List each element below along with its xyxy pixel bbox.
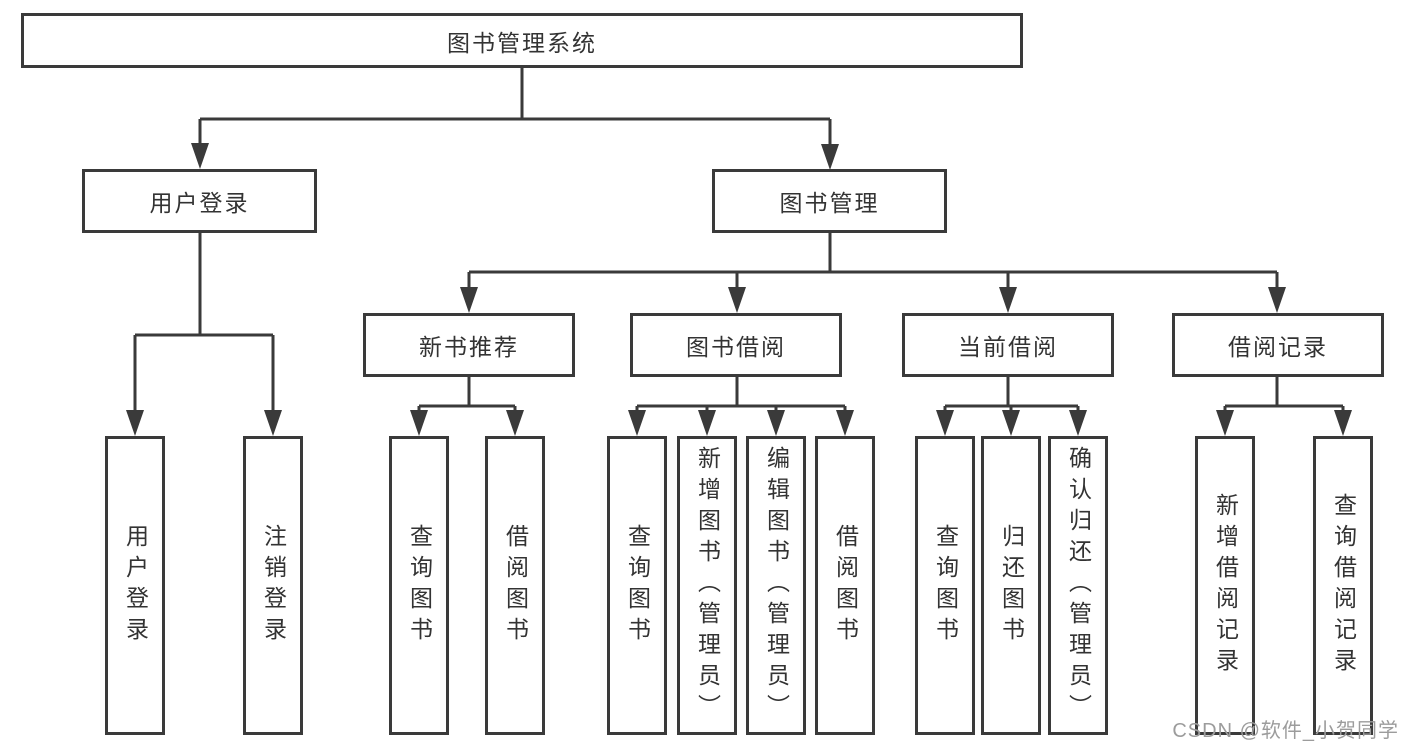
node-user-login-label: 用户登录 [149, 190, 250, 216]
leaf-add-book-admin-label: 新增图书（管理员） [694, 446, 721, 725]
leaf-query-books-current-label: 查询图书 [932, 523, 959, 648]
node-book-borrowing: 图书借阅 [630, 313, 842, 377]
connector-book-borrowing-to-leaves [635, 377, 847, 414]
node-new-book-recommend-label: 新书推荐 [419, 334, 519, 360]
node-current-borrowing-label: 当前借阅 [958, 334, 1058, 360]
arrowhead-down-icon [836, 410, 854, 436]
leaf-query-books-recommend-label: 查询图书 [406, 523, 433, 648]
connector-new-book-recommend-to-leaves [417, 377, 517, 414]
leaf-query-books-borrowing: 查询图书 [607, 436, 667, 735]
node-new-book-recommend: 新书推荐 [363, 313, 575, 377]
leaf-query-books-current: 查询图书 [915, 436, 975, 735]
arrowhead-down-icon [628, 410, 646, 436]
node-book-management-label: 图书管理 [779, 190, 880, 216]
connector-user-login-to-leaves [133, 233, 275, 414]
leaf-query-books-borrowing-label: 查询图书 [624, 523, 651, 648]
connector-book-management-to-level3 [467, 233, 1279, 290]
leaf-add-borrow-record-label: 新增借阅记录 [1212, 492, 1239, 679]
node-borrowing-records: 借阅记录 [1172, 313, 1384, 377]
arrowhead-down-icon [767, 410, 785, 436]
arrowhead-down-icon [126, 410, 144, 436]
node-borrowing-records-label: 借阅记录 [1228, 334, 1328, 360]
arrowhead-down-icon [936, 410, 954, 436]
leaf-confirm-return-admin: 确认归还（管理员） [1048, 436, 1108, 735]
node-root-label: 图书管理系统 [447, 29, 597, 56]
connector-borrowing-records-to-leaves [1223, 377, 1345, 414]
node-book-borrowing-label: 图书借阅 [686, 334, 786, 360]
leaf-user-login: 用户登录 [105, 436, 165, 735]
connector-root-to-level2 [198, 68, 832, 147]
watermark: CSDN @软件_小贺同学 [1172, 720, 1399, 742]
leaf-logout: 注销登录 [243, 436, 303, 735]
connector-group [133, 68, 1345, 414]
arrowhead-down-icon [1268, 287, 1286, 313]
arrowhead-down-icon [264, 410, 282, 436]
connector-current-borrowing-to-leaves [943, 377, 1080, 414]
arrowhead-down-icon [506, 410, 524, 436]
leaf-borrow-books-recommend-label: 借阅图书 [502, 523, 529, 648]
node-user-login: 用户登录 [82, 169, 317, 233]
leaf-return-books-label: 归还图书 [998, 523, 1025, 648]
arrowhead-down-icon [1216, 410, 1234, 436]
node-root: 图书管理系统 [21, 13, 1023, 68]
arrowhead-down-icon [191, 143, 209, 169]
leaf-query-books-recommend: 查询图书 [389, 436, 449, 735]
leaf-borrow-books: 借阅图书 [815, 436, 875, 735]
node-current-borrowing: 当前借阅 [902, 313, 1114, 377]
arrowhead-down-icon [460, 287, 478, 313]
arrowhead-down-icon [410, 410, 428, 436]
leaf-add-book-admin: 新增图书（管理员） [677, 436, 737, 735]
leaf-user-login-label: 用户登录 [122, 523, 149, 648]
leaf-edit-book-admin-label: 编辑图书（管理员） [763, 446, 790, 725]
arrowhead-group [126, 143, 1352, 436]
arrowhead-down-icon [1334, 410, 1352, 436]
leaf-borrow-books-recommend: 借阅图书 [485, 436, 545, 735]
leaf-return-books: 归还图书 [981, 436, 1041, 735]
leaf-borrow-books-label: 借阅图书 [832, 523, 859, 648]
arrowhead-down-icon [728, 287, 746, 313]
arrowhead-down-icon [698, 410, 716, 436]
leaf-edit-book-admin: 编辑图书（管理员） [746, 436, 806, 735]
arrowhead-down-icon [999, 287, 1017, 313]
leaf-query-borrow-record: 查询借阅记录 [1313, 436, 1373, 735]
leaf-query-borrow-record-label: 查询借阅记录 [1330, 492, 1357, 679]
leaf-confirm-return-admin-label: 确认归还（管理员） [1065, 446, 1092, 725]
leaf-add-borrow-record: 新增借阅记录 [1195, 436, 1255, 735]
arrowhead-down-icon [1002, 410, 1020, 436]
node-book-management: 图书管理 [712, 169, 947, 233]
arrowhead-down-icon [1069, 410, 1087, 436]
arrowhead-down-icon [821, 144, 839, 170]
leaf-logout-label: 注销登录 [260, 523, 287, 648]
